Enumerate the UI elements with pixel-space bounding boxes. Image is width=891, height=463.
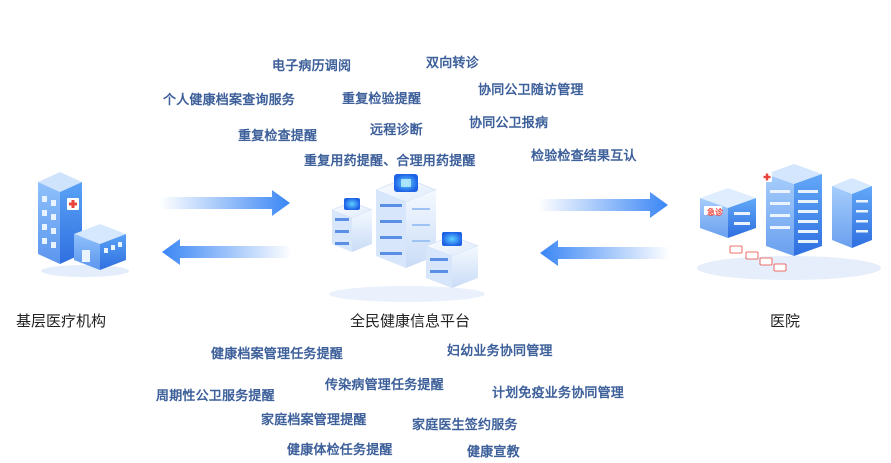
service-tag-family-record-reminder: 家庭档案管理提醒 bbox=[261, 413, 367, 428]
hospital-label: 医院 bbox=[770, 312, 801, 330]
service-tag-infectious-disease-task: 传染病管理任务提醒 bbox=[325, 378, 444, 393]
service-tag-two-way-referral: 双向转诊 bbox=[426, 56, 479, 71]
server-platform-icon bbox=[329, 174, 485, 302]
service-tag-repeat-test-reminder: 重复检验提醒 bbox=[342, 92, 422, 107]
arrow-right-icon bbox=[160, 190, 290, 216]
emergency-sign: 急诊 bbox=[707, 208, 723, 217]
service-tag-record-task-reminder: 健康档案管理任务提醒 bbox=[211, 347, 344, 362]
service-tag-periodic-public-health: 周期性公卫服务提醒 bbox=[156, 389, 275, 404]
service-tag-result-mutual-recognition: 检验检查结果互认 bbox=[531, 149, 637, 164]
service-tag-remote-diagnosis: 远程诊断 bbox=[370, 123, 423, 138]
arrow-left-icon bbox=[162, 239, 292, 265]
service-tag-maternal-child-coordination: 妇幼业务协同管理 bbox=[447, 344, 553, 359]
primary-care-label: 基层医疗机构 bbox=[16, 312, 107, 330]
arrow-right-icon bbox=[538, 192, 668, 218]
service-tag-public-health-report: 协同公卫报病 bbox=[469, 116, 549, 131]
service-tag-health-checkup-task: 健康体检任务提醒 bbox=[287, 443, 393, 458]
service-tag-family-doctor-signing: 家庭医生签约服务 bbox=[412, 418, 518, 433]
service-tag-medication-reminder: 重复用药提醒、合理用药提醒 bbox=[304, 154, 476, 169]
arrow-left-icon bbox=[540, 240, 670, 266]
hospital-building-icon bbox=[697, 164, 881, 280]
service-tag-immunization-coordination: 计划免疫业务协同管理 bbox=[492, 386, 625, 401]
service-tag-public-health-followup: 协同公卫随访管理 bbox=[478, 83, 584, 98]
service-tag-personal-record-query: 个人健康档案查询服务 bbox=[163, 93, 296, 108]
service-tag-health-education: 健康宣教 bbox=[467, 445, 520, 460]
primary-care-building-icon bbox=[38, 172, 129, 277]
service-tag-emr-view: 电子病历调阅 bbox=[272, 59, 352, 74]
service-tag-repeat-exam-reminder: 重复检查提醒 bbox=[238, 129, 318, 144]
platform-label: 全民健康信息平台 bbox=[350, 312, 471, 330]
